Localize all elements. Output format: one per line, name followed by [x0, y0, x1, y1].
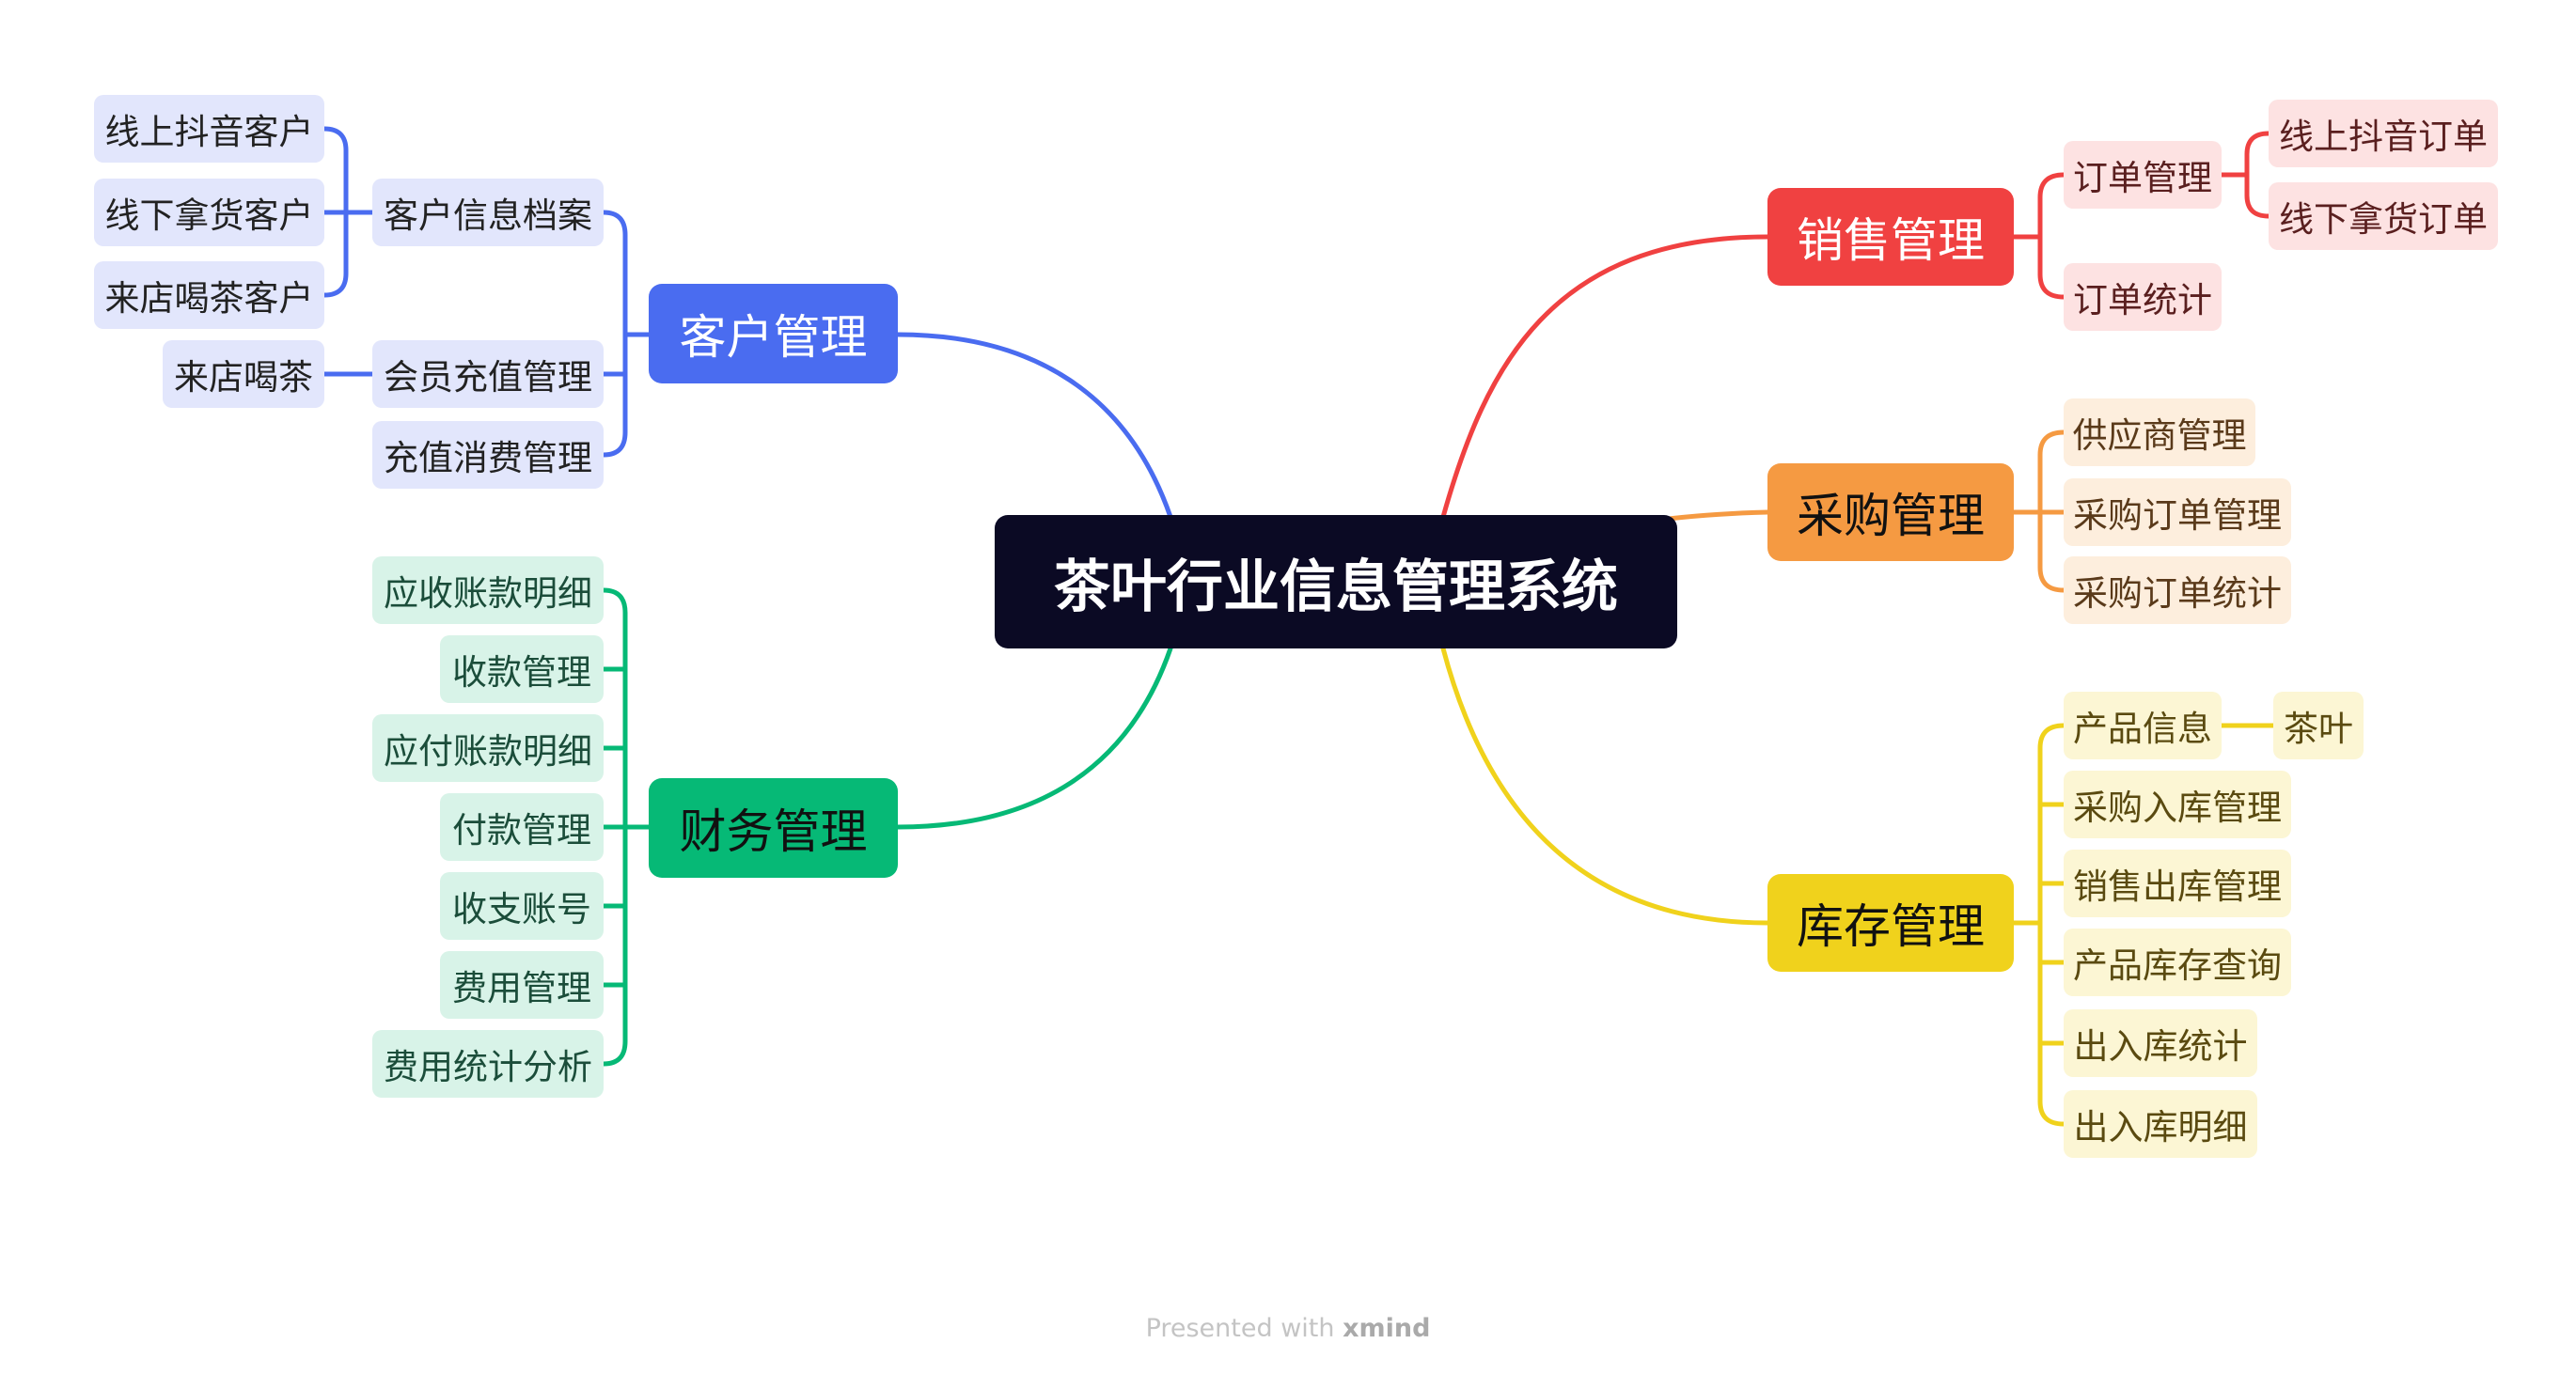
connector-root-kucun: [1440, 646, 1770, 926]
subtopic-douyin-customer[interactable]: 线上抖音客户: [94, 95, 324, 163]
subtopic-supplier-management[interactable]: 供应商管理: [2064, 398, 2255, 466]
subtopic-offline-pickup-order[interactable]: 线下拿货订单: [2269, 182, 2498, 250]
subtopic-douyin-order[interactable]: 线上抖音订单: [2269, 100, 2498, 167]
subtopic-offline-pickup-customer[interactable]: 线下拿货客户: [94, 179, 324, 246]
subtopic-sales-outbound[interactable]: 销售出库管理: [2064, 850, 2291, 917]
subtopic-inout-detail[interactable]: 出入库明细: [2064, 1090, 2257, 1158]
subtopic-purchase-order-management[interactable]: 采购订单管理: [2064, 478, 2291, 546]
subtopic-recharge-consumption[interactable]: 充值消费管理: [372, 421, 604, 489]
connector-root-caiwu: [895, 646, 1173, 830]
subtopic-purchase-inbound[interactable]: 采购入库管理: [2064, 771, 2291, 838]
topic-inventory-management[interactable]: 库存管理: [1767, 874, 2014, 972]
subtopic-order-statistics[interactable]: 订单统计: [2064, 263, 2222, 331]
topic-purchase-management[interactable]: 采购管理: [1767, 463, 2014, 561]
connector-root-caigou: [1666, 509, 1770, 522]
subtopic-payables-detail[interactable]: 应付账款明细: [372, 714, 604, 782]
subtopic-payment-management[interactable]: 付款管理: [440, 793, 604, 861]
subtopic-purchase-order-statistics[interactable]: 采购订单统计: [2064, 556, 2291, 624]
subtopic-tea-visit-customer[interactable]: 来店喝茶客户: [94, 261, 324, 329]
connector-group-caiwu: [601, 587, 652, 1067]
topic-finance-management[interactable]: 财务管理: [649, 778, 898, 878]
subtopic-tea[interactable]: 茶叶: [2273, 692, 2364, 759]
connector-group-kehu: [322, 126, 652, 458]
subtopic-income-expense-account[interactable]: 收支账号: [440, 872, 604, 940]
connector-root-kehu: [895, 332, 1173, 520]
topic-sales-management[interactable]: 销售管理: [1767, 188, 2014, 286]
subtopic-inout-statistics[interactable]: 出入库统计: [2064, 1009, 2257, 1077]
connector-group-kucun: [2011, 723, 2276, 1127]
subtopic-member-recharge[interactable]: 会员充值管理: [372, 340, 604, 408]
subtopic-tea-visit[interactable]: 来店喝茶: [163, 340, 324, 408]
connector-group-caigou: [2011, 429, 2066, 593]
xmind-logo-text: xmind: [1343, 1314, 1431, 1343]
subtopic-order-management[interactable]: 订单管理: [2064, 141, 2222, 209]
subtopic-customer-profile[interactable]: 客户信息档案: [372, 179, 604, 246]
root-topic[interactable]: 茶叶行业信息管理系统: [995, 515, 1677, 648]
subtopic-expense-analysis[interactable]: 费用统计分析: [372, 1030, 604, 1098]
subtopic-collection-management[interactable]: 收款管理: [440, 635, 604, 703]
subtopic-product-info[interactable]: 产品信息: [2064, 692, 2222, 759]
topic-customer-management[interactable]: 客户管理: [649, 284, 898, 383]
subtopic-receivables-detail[interactable]: 应收账款明细: [372, 556, 604, 624]
connector-group-xiaoshou: [2011, 131, 2271, 300]
subtopic-expense-management[interactable]: 费用管理: [440, 951, 604, 1019]
footer-prefix: Presented with: [1145, 1314, 1335, 1343]
subtopic-stock-query[interactable]: 产品库存查询: [2064, 929, 2291, 996]
footer-credit: Presented with xmind: [0, 1314, 2576, 1343]
connector-root-xiaoshou: [1440, 234, 1770, 520]
